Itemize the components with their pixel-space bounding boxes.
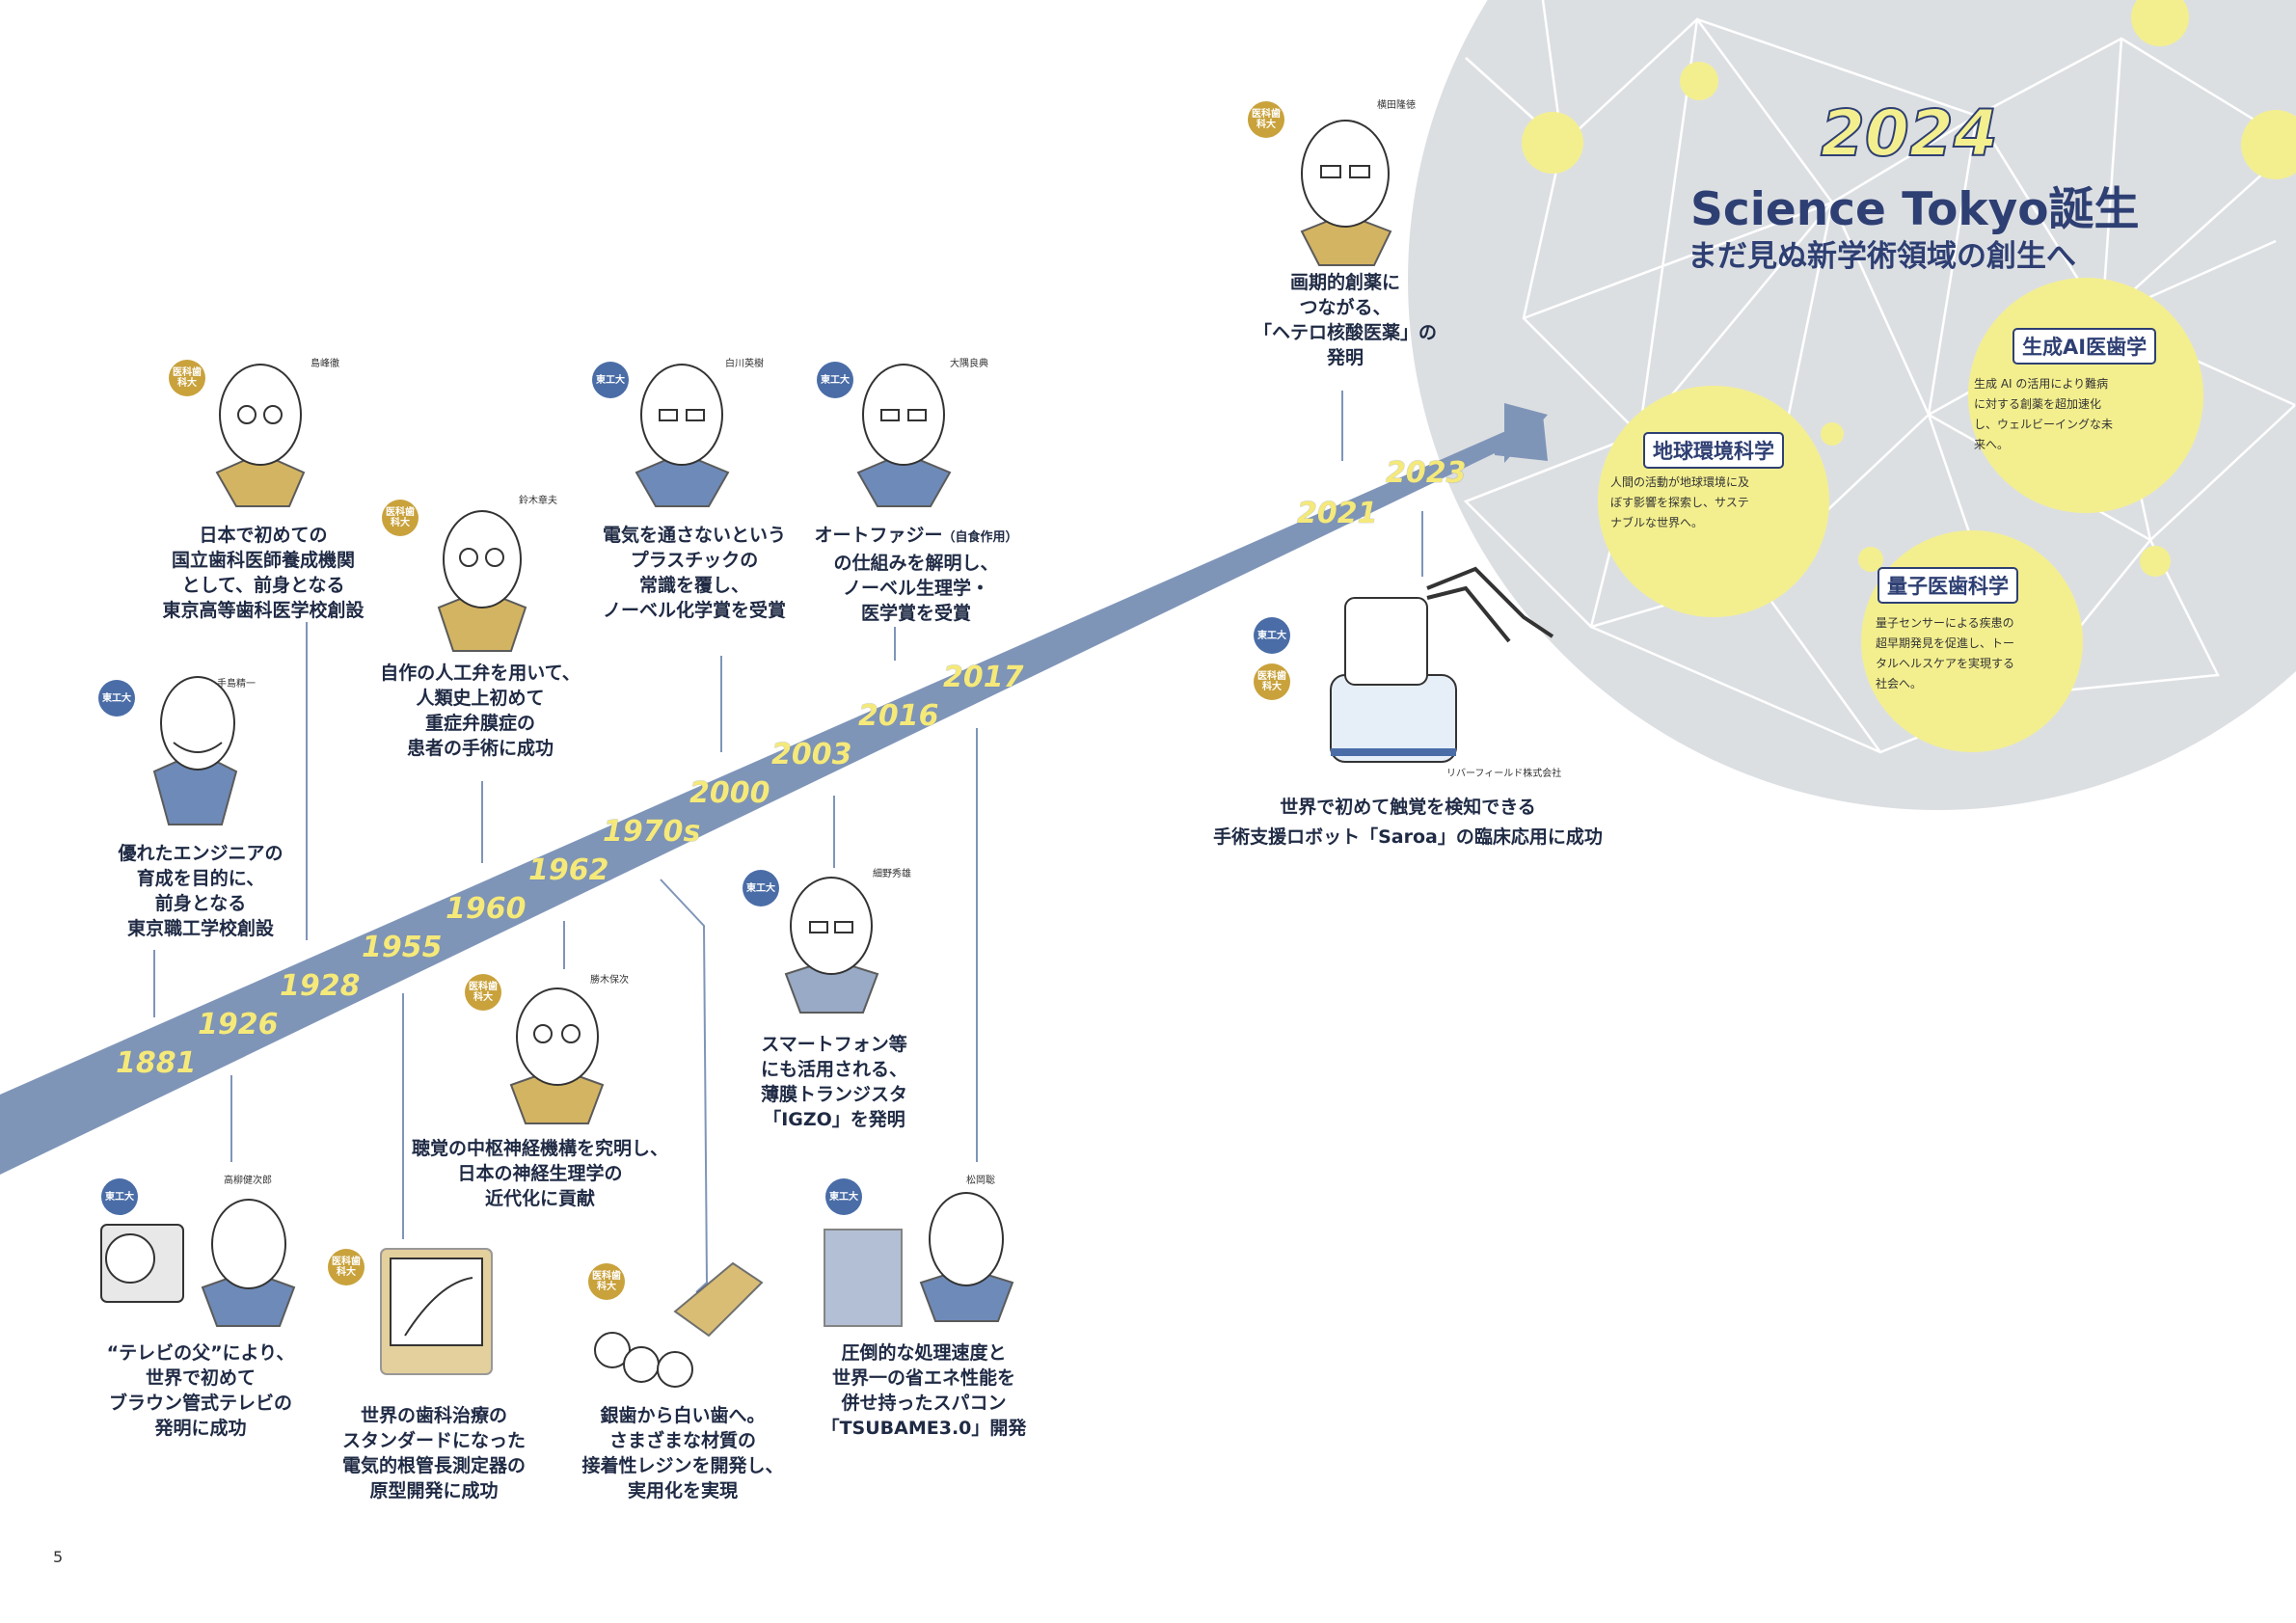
caption-measure: 世界の歯科治療の スタンダードになった 電気的根管長測定器の 原型開発に成功 (341, 1405, 526, 1501)
badge-ikashika-katsuki: 医科歯科大 (465, 974, 501, 1011)
field-text-quantum: 量子センサーによる疾患の 超早期発見を促進し、トー タルヘルスケアを実現する 社… (1876, 616, 2015, 690)
year-2023: 2023 (1386, 456, 1467, 490)
caption-resin: 銀歯から白い歯へ。 さまざまな材質の 接着性レジンを開発し、 実用化を実現 (581, 1405, 784, 1501)
badge-ikashika-measure: 医科歯科大 (328, 1249, 365, 1285)
caption-shirakawa: 電気を通さないという プラスチックの 常識を覆し、 ノーベル化学賞を受賞 (602, 525, 786, 621)
year-1881: 1881 (116, 1046, 197, 1080)
field-title-quantum: 量子医歯科学 (1877, 567, 2018, 604)
field-title-ai: 生成AI医歯学 (2012, 328, 2157, 365)
year-1926: 1926 (198, 1008, 279, 1041)
illustration-resin-teeth (594, 1261, 764, 1388)
badge-tokodai-ohsumi: 東工大 (817, 362, 853, 398)
name-yokota: 横田隆徳 (1377, 100, 1416, 111)
badge-ikashika-yokota: 医科歯科大 (1248, 101, 1284, 138)
year-2021: 2021 (1297, 497, 1378, 530)
hero-subtitle: まだ見ぬ新学術領域の創生へ (1688, 239, 2076, 274)
name-shimamine: 島峰徹 (311, 359, 339, 369)
field-text-earth: 人間の活動が地球環境に及 ぼす影響を探索し、サステ ナブルな世界へ。 (1610, 475, 1750, 529)
name-hosono: 細野秀雄 (873, 869, 911, 879)
caption-takayanagi: “テレビの父”により、 世界で初めて ブラウン管式テレビの 発明に成功 (106, 1342, 295, 1439)
year-2017: 2017 (943, 661, 1024, 694)
name-matsuoka: 松岡聡 (966, 1176, 995, 1186)
year-2000: 2000 (689, 776, 770, 810)
caption-tejima: 優れたエンジニアの 育成を目的に、 前身となる 東京職工学校創設 (118, 843, 284, 939)
portrait-takayanagi (100, 1199, 296, 1327)
portrait-tejima (152, 676, 238, 825)
timeline-arrow-head (1504, 403, 1548, 463)
year-1970s: 1970s (603, 815, 701, 849)
badge-tokodai-matsuoka: 東工大 (825, 1178, 862, 1215)
caption-shimamine: 日本で初めての 国立歯科医師養成機関 として、前身となる 東京高等歯科医学校創設 (162, 525, 365, 621)
badge-tokodai-takayanagi: 東工大 (101, 1178, 138, 1215)
page-number: 5 (53, 1548, 64, 1566)
badge-tokodai-shirakawa: 東工大 (592, 362, 629, 398)
name-shirakawa: 白川英樹 (725, 359, 764, 369)
portrait-katsuki (509, 987, 605, 1124)
badge-tokodai-hosono: 東工大 (743, 870, 779, 906)
badge-tokodai-tejima: 東工大 (98, 680, 135, 717)
portrait-ohsumi (856, 364, 952, 507)
caption-ohsumi: オートファジー（自食作用） の仕組みを解明し、 ノーベル生理学・ 医学賞を受賞 (814, 525, 1018, 624)
portrait-yokota (1300, 120, 1392, 266)
portrait-matsuoka (824, 1192, 1014, 1327)
name-takayanagi: 高柳健次郎 (224, 1176, 272, 1186)
illustration-measuring-device (380, 1248, 493, 1375)
caption-suzuki: 自作の人工弁を用いて、 人類史上初めて 重症弁膜症の 患者の手術に成功 (380, 663, 581, 759)
badge-tokodai-saroa: 東工大 (1254, 617, 1290, 654)
caption-hosono: スマートフォン等 にも活用される、 薄膜トランジスタ 「IGZO」を発明 (760, 1034, 907, 1130)
name-katsuki: 勝木保次 (590, 975, 629, 986)
badge-ikashika-resin: 医科歯科大 (588, 1263, 625, 1300)
name-tejima: 手島精一 (217, 679, 256, 690)
hero-year: 2024 (1820, 95, 1999, 172)
field-title-earth: 地球環境科学 (1643, 432, 1784, 469)
name-ohsumi: 大隅良典 (950, 359, 988, 369)
year-1928: 1928 (280, 969, 361, 1003)
year-1962: 1962 (528, 853, 609, 887)
badge-ikashika-suzuki: 医科歯科大 (382, 500, 419, 536)
year-2016: 2016 (858, 699, 939, 733)
hero-title: Science Tokyo誕生 (1690, 183, 2140, 236)
year-2003: 2003 (771, 738, 852, 771)
year-1960: 1960 (446, 892, 527, 926)
illustration-saroa-robot (1330, 566, 1554, 763)
portrait-hosono (784, 877, 879, 1014)
caption-saroa: 世界で初めて触覚を検知できる 手術支援ロボット「Saroa」の臨床応用に成功 (1213, 797, 1603, 848)
year-1955: 1955 (362, 931, 443, 964)
caption-matsuoka: 圧倒的な処理速度と 世界一の省エネ性能を 併せ持ったスパコン 「TSUBAME3… (821, 1342, 1027, 1439)
portrait-shirakawa (635, 364, 730, 507)
field-text-ai: 生成 AI の活用により難病 に対する創薬を超加速化 し、ウェルビーイングな未 … (1974, 377, 2114, 451)
timeline-band (0, 415, 1548, 1175)
caption-katsuki: 聴覚の中枢神経機構を究明し、 日本の神経生理学の 近代化に貢献 (411, 1138, 668, 1209)
badge-ikashika-shimamine: 医科歯科大 (169, 360, 205, 396)
caption-yokota: 画期的創薬に つながる、 「ヘテロ核酸医薬」の 発明 (1253, 272, 1437, 368)
portrait-suzuki (437, 510, 527, 652)
badge-ikashika-saroa: 医科歯科大 (1254, 663, 1290, 700)
credit-riverfield: リバーフィールド株式会社 (1446, 769, 1562, 779)
portrait-shimamine (215, 364, 306, 507)
name-suzuki: 鈴木章夫 (519, 496, 557, 506)
